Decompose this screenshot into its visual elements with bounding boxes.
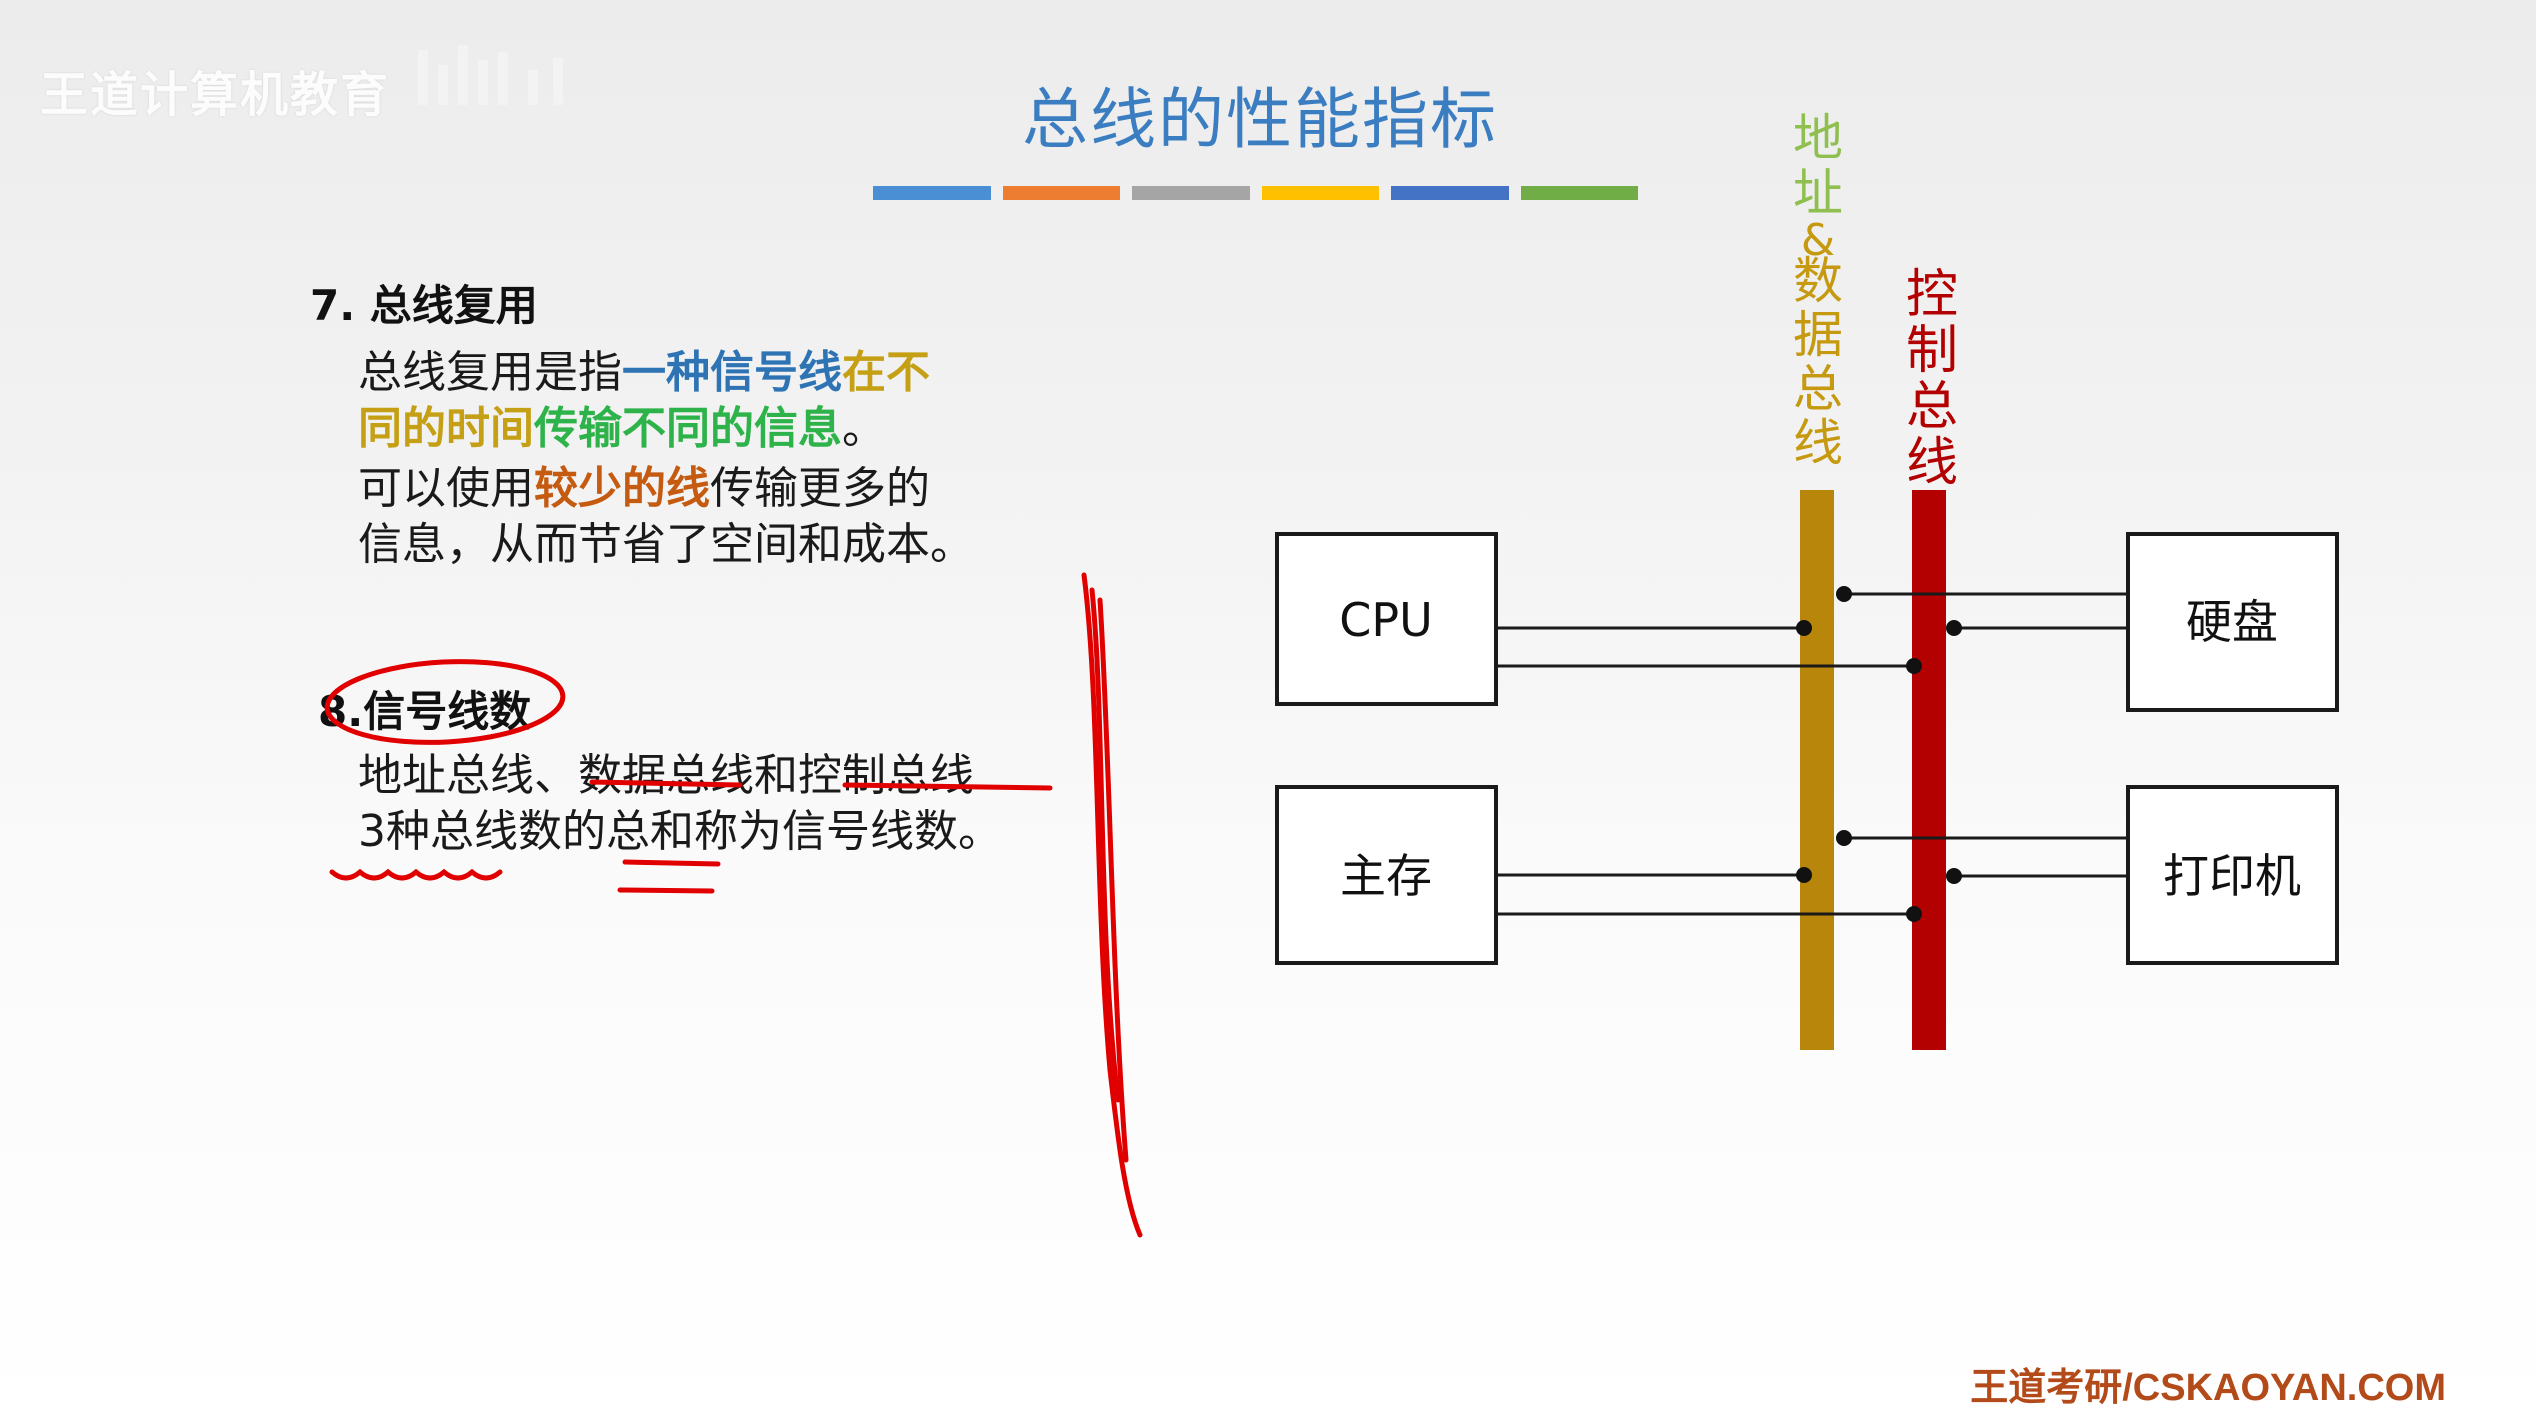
ctrl-bus-label-char: 控 [1906,265,1958,325]
printer-box [2126,785,2339,965]
printer-label: 打印机 [2163,849,2301,903]
annotation-underline [842,782,1053,791]
annotation-circle [324,659,566,745]
addr-bus-label-char: & [1801,215,1835,266]
footer-url: 王道考研/CSKAOYAN.COM [1970,1367,2446,1409]
title-color-bar [873,186,1638,200]
control-bus [1912,490,1946,1050]
highlight-text: 在不 [842,347,930,398]
memory-box [1275,785,1498,965]
highlight-text: 传输不同的信息 [534,403,842,454]
watermark-logo: 王道计算机教育 [40,67,391,123]
section-8-line-2: 3种总线数的总和称为信号线数。 [358,806,1002,857]
annotation-underline [622,859,721,867]
cpu-box [1275,532,1498,706]
addr-bus-label-char: 据 [1793,306,1843,364]
logo-mark-icon [418,45,563,105]
text-run: 传输更多的 [710,463,930,514]
section-7-paragraph-1: 总线复用是指一种信号线在不 同的时间传输不同的信息。 [358,345,930,457]
memory-label: 主存 [1340,849,1432,903]
addr-bus-label-char: 线 [1793,414,1843,472]
highlight-text: 一种信号线 [622,347,842,398]
section-8-line-1: 地址总线、数据总线和控制总线 [358,750,974,801]
highlight-text: 较少的线 [534,463,710,514]
annotation-underline [617,887,715,894]
ctrl-bus-label-char: 制 [1906,321,1958,381]
color-bar-segment [1391,186,1509,200]
page-title: 总线的性能指标 [1022,81,1498,158]
section-8-paragraph: 地址总线、数据总线和控制总线 3种总线数的总和称为信号线数。 [358,748,1002,860]
annotation-underline [589,779,743,788]
highlight-text: 同的时间 [358,403,534,454]
section-8-heading: 8.信号线数 [318,678,531,739]
ctrl-bus-label-char: 线 [1906,433,1958,493]
color-bar-segment [1132,186,1250,200]
text-run: 可以使用 [358,463,534,514]
text-run: 。 [842,403,886,454]
annotation-squiggle [329,868,503,881]
color-bar-segment [873,186,991,200]
addr-bus-label-char: 总 [1793,360,1843,418]
ctrl-bus-label-char: 总 [1906,377,1958,437]
addr-data-bus [1800,490,1834,1050]
annotation-vertical-stroke [1097,597,1129,1163]
annotation-vertical-stroke [1081,572,1143,1238]
text-run: 信息，从而节省了空间和成本。 [358,519,974,570]
color-bar-segment [1261,186,1379,200]
addr-bus-label-char: 数 [1793,252,1843,310]
section-7-heading: 7. 总线复用 [310,281,538,330]
addr-bus-label-char: 地 [1793,109,1843,167]
disk-label: 硬盘 [2186,595,2278,649]
section-7-paragraph-2: 可以使用较少的线传输更多的 信息，从而节省了空间和成本。 [358,461,974,573]
addr-bus-label-char: 址 [1793,164,1843,222]
disk-box [2126,532,2339,712]
text-run: 总线复用是指 [358,347,622,398]
annotation-vertical-stroke [1089,587,1121,1103]
cpu-label: CPU [1339,593,1433,647]
section-8-title: 信号线数 [363,687,532,736]
color-bar-segment [1002,186,1120,200]
color-bar-segment [1520,186,1638,200]
